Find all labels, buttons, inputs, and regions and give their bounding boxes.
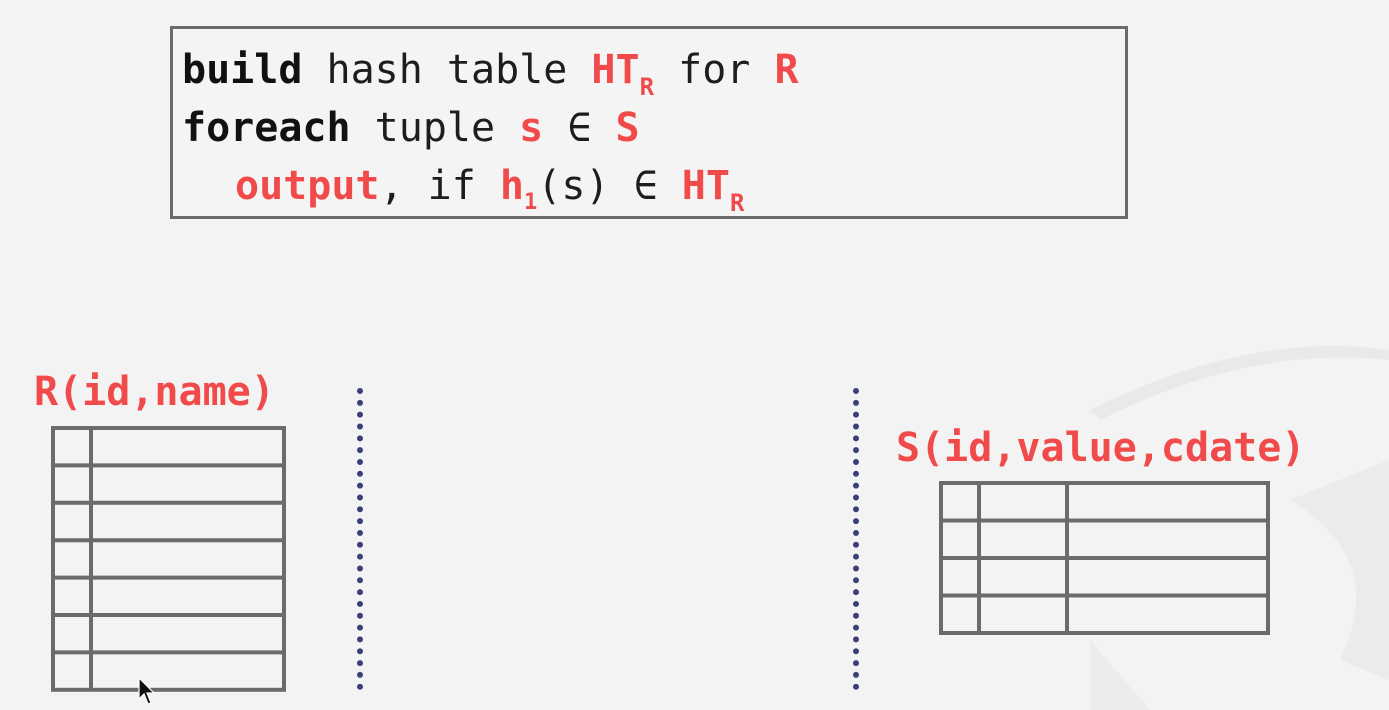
table-r-label: R(id,name): [34, 369, 275, 415]
keyword-build: build: [182, 47, 303, 93]
relation-s: S: [615, 105, 640, 151]
relation-r: R: [774, 47, 799, 93]
code-line-build: build hash table HTR for R: [182, 46, 799, 101]
keyword-foreach: foreach: [182, 105, 351, 151]
element-of-operator: ∈: [543, 105, 616, 151]
hash-function-arg: (s): [537, 163, 610, 209]
code-text: tuple: [350, 105, 520, 151]
hash-table-name: HT: [591, 47, 640, 93]
hash-table-name: HT: [681, 163, 730, 209]
table-s: [939, 481, 1270, 635]
code-line-output: output, if h1(s) ∈ HTR: [235, 162, 744, 217]
mouse-cursor-icon: [138, 677, 156, 705]
right-divider: [853, 388, 859, 690]
element-of-operator: ∈: [609, 163, 682, 209]
hash-table-subscript: R: [729, 189, 745, 217]
hash-function: h: [499, 163, 525, 209]
left-divider: [357, 388, 363, 690]
table-border: [51, 426, 286, 692]
code-text: hash table: [302, 47, 592, 93]
code-text: for: [654, 47, 775, 93]
hash-table-subscript: R: [639, 73, 655, 101]
code-text: , if: [379, 163, 500, 209]
keyword-output: output: [235, 163, 380, 209]
code-line-foreach: foreach tuple s ∈ S: [182, 104, 640, 152]
tuple-variable: s: [519, 105, 544, 151]
table-s-label: S(id,value,cdate): [896, 425, 1306, 471]
pseudocode-box: build hash table HTR for R foreach tuple…: [170, 26, 1128, 219]
hash-function-subscript: 1: [524, 190, 538, 215]
table-r: [51, 426, 286, 692]
